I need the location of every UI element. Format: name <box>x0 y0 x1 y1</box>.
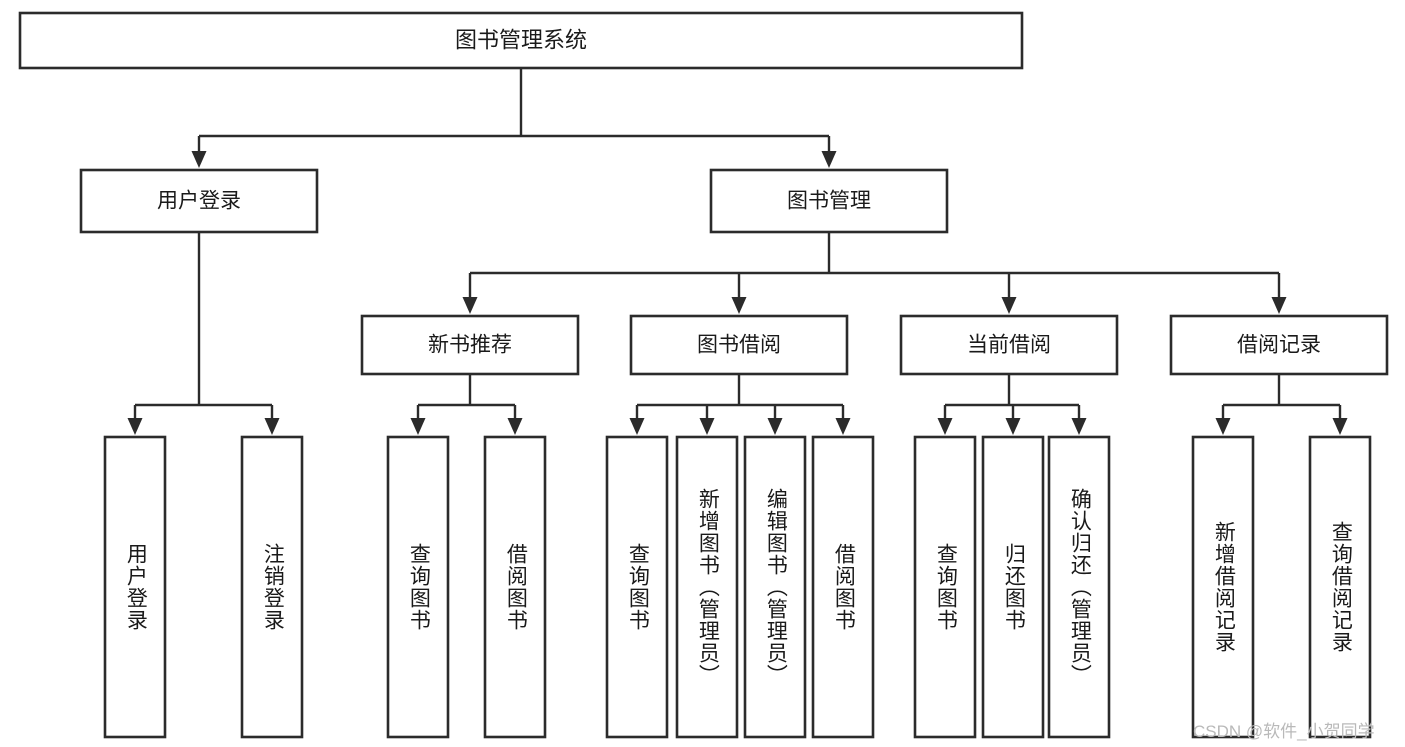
node-root-system[interactable]: 图书管理系统 <box>18 11 1024 70</box>
leaf-borrow-book-box[interactable] <box>811 435 875 739</box>
arrow-head-icon <box>264 418 280 435</box>
arrow-head-icon <box>767 418 783 435</box>
arrow-head-icon <box>1332 418 1348 435</box>
arrow-head-icon <box>410 418 426 435</box>
leaf-query-book-current-box[interactable] <box>913 435 977 739</box>
node-book-management[interactable]: 图书管理 <box>709 168 949 234</box>
edge-borrow-to-leaf2 <box>699 405 715 435</box>
leaf-add-borrow-record[interactable] <box>1191 435 1255 739</box>
leaf-query-book-current[interactable] <box>913 435 977 739</box>
edge-root-to-user <box>191 136 207 168</box>
leaf-return-book[interactable] <box>981 435 1045 739</box>
arrow-head-icon <box>462 297 478 314</box>
arrow-head-icon <box>1215 418 1231 435</box>
arrow-head-icon <box>127 418 143 435</box>
node-new-book-recommend-box[interactable] <box>360 314 580 376</box>
edge-borrow-to-leaf1 <box>629 405 645 435</box>
node-current-borrow[interactable]: 当前借阅 <box>899 314 1119 376</box>
edge-current-to-leaf1 <box>937 405 953 435</box>
leaf-borrow-book-recommend-box[interactable] <box>483 435 547 739</box>
node-book-borrow-box[interactable] <box>629 314 849 376</box>
node-borrow-record-box[interactable] <box>1169 314 1389 376</box>
edge-book-to-record <box>1271 273 1287 314</box>
leaf-user-login-box[interactable] <box>103 435 167 739</box>
leaf-edit-book-admin-box[interactable] <box>743 435 807 739</box>
leaf-query-book-recommend-box[interactable] <box>386 435 450 739</box>
arrow-head-icon <box>1271 297 1287 314</box>
arrow-head-icon <box>1001 297 1017 314</box>
leaf-confirm-return-admin[interactable] <box>1047 435 1111 739</box>
edge-book-to-borrow <box>731 273 747 314</box>
edge-book-to-new <box>462 273 478 314</box>
node-user-login[interactable]: 用户登录 <box>79 168 319 234</box>
node-user-login-label: 用户登录 <box>157 190 241 213</box>
arrow-head-icon <box>507 418 523 435</box>
node-book-management-label: 图书管理 <box>787 190 871 213</box>
node-root-system-box[interactable] <box>18 11 1024 70</box>
arrow-head-icon <box>1005 418 1021 435</box>
edge-borrow-to-leaf3 <box>767 405 783 435</box>
edge-user-to-leaf1 <box>127 405 143 435</box>
leaf-query-book-borrow[interactable] <box>605 435 669 739</box>
arrow-head-icon <box>699 418 715 435</box>
edge-user-to-leaf2 <box>264 405 280 435</box>
node-borrow-record[interactable]: 借阅记录 <box>1169 314 1389 376</box>
leaf-borrow-book[interactable] <box>811 435 875 739</box>
edges-layer <box>127 68 1348 435</box>
edge-book-to-current <box>1001 273 1017 314</box>
edge-record-to-leaf1 <box>1215 405 1231 435</box>
leaf-query-borrow-record-box[interactable] <box>1308 435 1372 739</box>
leaf-user-login[interactable] <box>103 435 167 739</box>
node-book-borrow[interactable]: 图书借阅 <box>629 314 849 376</box>
edge-record-to-leaf2 <box>1332 405 1348 435</box>
node-current-borrow-box[interactable] <box>899 314 1119 376</box>
arrow-head-icon <box>821 151 837 168</box>
node-book-management-box[interactable] <box>709 168 949 234</box>
leaf-query-book-recommend[interactable] <box>386 435 450 739</box>
leaf-logout[interactable] <box>240 435 304 739</box>
leaf-add-borrow-record-box[interactable] <box>1191 435 1255 739</box>
leaf-return-book-box[interactable] <box>981 435 1045 739</box>
arrow-head-icon <box>731 297 747 314</box>
edge-current-to-leaf3 <box>1071 405 1087 435</box>
leaf-edit-book-admin[interactable] <box>743 435 807 739</box>
edge-root-to-book <box>821 136 837 168</box>
leaf-confirm-return-admin-box[interactable] <box>1047 435 1111 739</box>
arrow-head-icon <box>629 418 645 435</box>
node-user-login-box[interactable] <box>79 168 319 234</box>
node-new-book-recommend-label: 新书推荐 <box>428 334 512 357</box>
arrow-head-icon <box>835 418 851 435</box>
arrow-head-icon <box>191 151 207 168</box>
edge-current-to-leaf2 <box>1005 405 1021 435</box>
arrow-head-icon <box>937 418 953 435</box>
edge-borrow-to-leaf4 <box>835 405 851 435</box>
edge-new-to-leaf2 <box>507 405 523 435</box>
node-borrow-record-label: 借阅记录 <box>1237 334 1321 357</box>
node-new-book-recommend[interactable]: 新书推荐 <box>360 314 580 376</box>
edge-new-to-leaf1 <box>410 405 426 435</box>
leaf-query-borrow-record[interactable] <box>1308 435 1372 739</box>
arrow-head-icon <box>1071 418 1087 435</box>
leaf-query-book-borrow-box[interactable] <box>605 435 669 739</box>
leaf-add-book-admin-box[interactable] <box>675 435 739 739</box>
leaf-logout-box[interactable] <box>240 435 304 739</box>
node-current-borrow-label: 当前借阅 <box>967 334 1051 357</box>
node-root-system-label: 图书管理系统 <box>455 27 587 52</box>
leaf-borrow-book-recommend[interactable] <box>483 435 547 739</box>
leaf-add-book-admin[interactable] <box>675 435 739 739</box>
node-book-borrow-label: 图书借阅 <box>697 334 781 357</box>
